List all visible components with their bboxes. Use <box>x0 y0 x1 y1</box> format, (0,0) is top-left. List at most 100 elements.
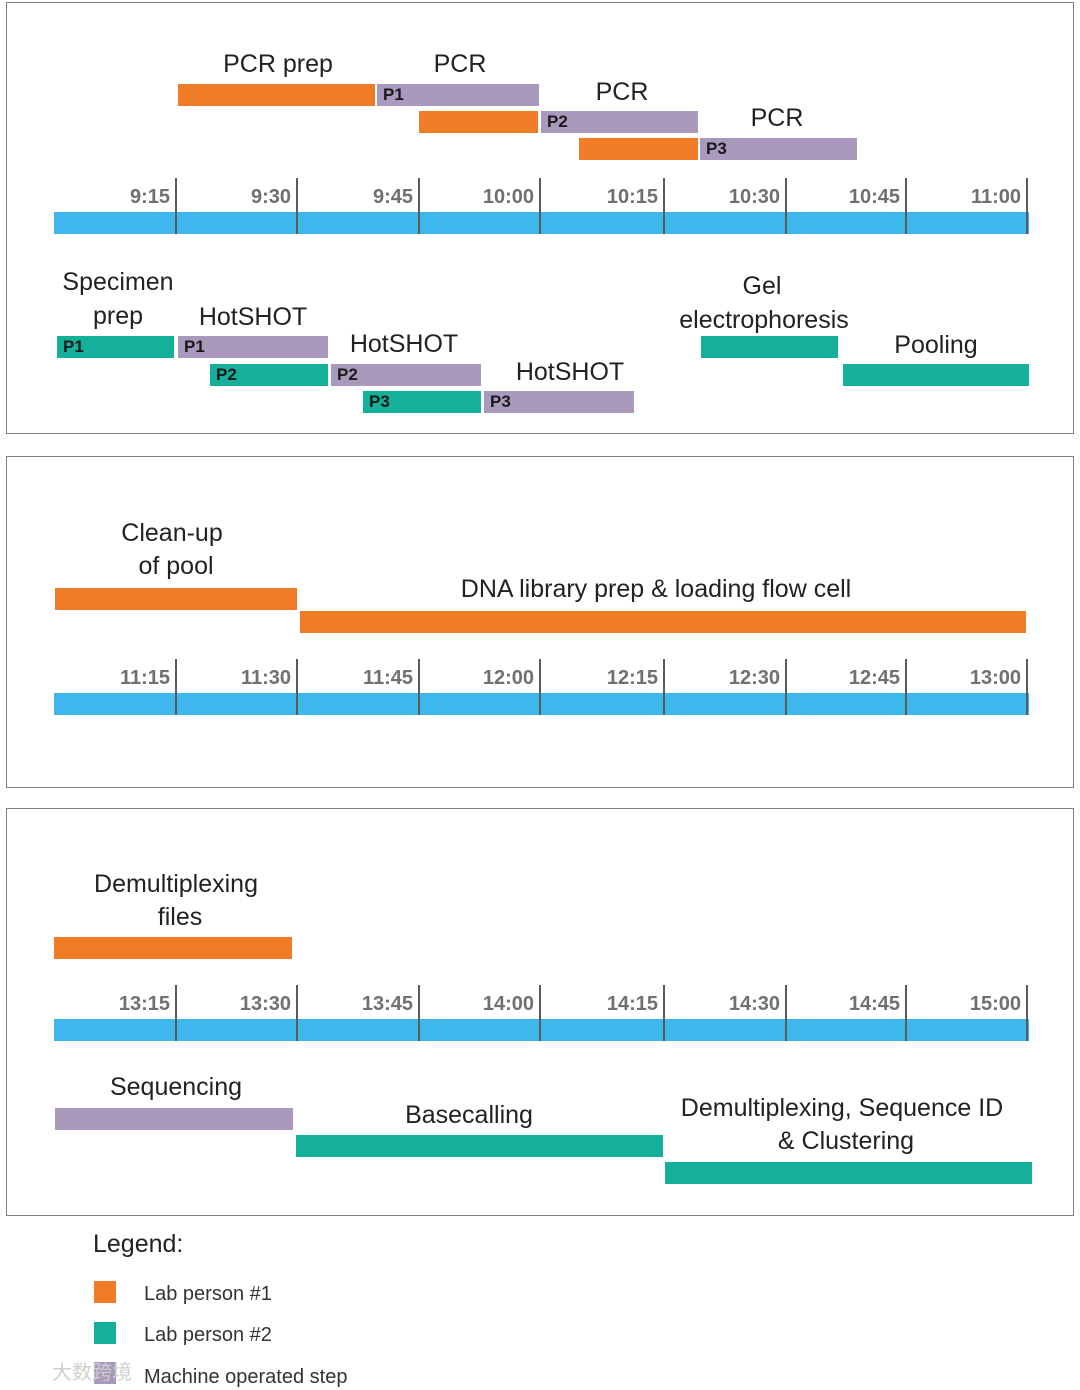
pooling-label: Pooling <box>894 331 978 359</box>
dna-library-label: DNA library prep & loading flow cell <box>460 575 852 603</box>
timeline-tick-label: 15:00 <box>969 993 1021 1015</box>
pcr-p1-bar: P1 <box>377 84 539 106</box>
basecalling-bar <box>296 1135 663 1157</box>
timeline-tick-label: 12:00 <box>482 667 534 689</box>
timeline-bar-2 <box>54 693 1029 715</box>
timeline-tick-mark <box>1026 659 1028 715</box>
timeline-bar-3 <box>54 1019 1029 1041</box>
gel-label-line1: Gel <box>742 272 782 300</box>
spec-p3-tag: P3 <box>369 392 390 411</box>
watermark: 大数跨境 <box>52 1362 132 1384</box>
timeline-tick-label: 10:30 <box>728 186 780 208</box>
hotshot-p2-bar: P2 <box>331 364 481 386</box>
pcr-prep-bar <box>178 84 375 106</box>
timeline-tick-mark <box>175 985 177 1041</box>
legend-label-lab1: Lab person #1 <box>144 1283 272 1305</box>
demux-files-bar <box>54 937 292 959</box>
demux-seq-label-line2: & Clustering <box>777 1127 915 1155</box>
timeline-tick-label: 13:30 <box>239 993 291 1015</box>
legend-swatch-lab1 <box>94 1281 116 1303</box>
timeline-tick-mark <box>296 985 298 1041</box>
timeline-tick-mark <box>418 178 420 234</box>
pcr-p1-tag: P1 <box>383 85 404 104</box>
timeline-tick-mark <box>905 985 907 1041</box>
legend-title: Legend: <box>93 1230 184 1258</box>
timeline-tick-label: 13:00 <box>969 667 1021 689</box>
timeline-tick-mark <box>418 659 420 715</box>
specimen-label-line2: prep <box>92 302 144 330</box>
timeline-tick-mark <box>1026 178 1028 234</box>
timeline-tick-mark <box>539 178 541 234</box>
demux-seq-bar <box>665 1162 1032 1184</box>
pcr-p3-bar: P3 <box>700 138 857 160</box>
timeline-tick-label: 10:15 <box>606 186 658 208</box>
dna-library-bar <box>300 611 1026 633</box>
timeline-tick-mark <box>175 178 177 234</box>
timeline-tick-label: 13:45 <box>361 993 413 1015</box>
hotshot-label-1: HotSHOT <box>198 303 308 331</box>
timeline-tick-mark <box>905 659 907 715</box>
legend-swatch-lab2 <box>94 1322 116 1344</box>
pcr-label-2: PCR <box>595 78 649 106</box>
pcr-prep-label: PCR prep <box>223 50 333 78</box>
timeline-tick-label: 12:30 <box>728 667 780 689</box>
pcr-label-3: PCR <box>750 104 804 132</box>
sequencing-bar <box>55 1108 293 1130</box>
demux-label-line2: files <box>157 903 203 931</box>
sequencing-label: Sequencing <box>109 1073 243 1101</box>
timeline-tick-mark <box>539 659 541 715</box>
pooling-bar <box>843 364 1029 386</box>
spec-p1-tag: P1 <box>63 337 84 356</box>
timeline-tick-label: 14:30 <box>728 993 780 1015</box>
hotshot-p3-bar: P3 <box>484 391 634 413</box>
timeline-tick-mark <box>785 985 787 1041</box>
timeline-tick-mark <box>663 178 665 234</box>
hotshot-p1-bar: P1 <box>178 336 328 358</box>
timeline-tick-label: 10:00 <box>482 186 534 208</box>
pcr-p2-bar: P2 <box>541 111 698 133</box>
timeline-tick-mark <box>1026 985 1028 1041</box>
specimen-p1-bar: P1 <box>57 336 174 358</box>
timeline-tick-label: 14:00 <box>482 993 534 1015</box>
timeline-tick-label: 11:30 <box>240 667 291 689</box>
hot-p3-tag: P3 <box>490 392 511 411</box>
specimen-p3-bar: P3 <box>363 391 481 413</box>
timeline-tick-mark <box>296 659 298 715</box>
legend-label-lab2: Lab person #2 <box>144 1324 272 1346</box>
pcr-p2-tag: P2 <box>547 112 568 131</box>
demux-seq-label-line1: Demultiplexing, Sequence ID <box>680 1094 1004 1122</box>
legend-swatch-machine <box>94 1362 116 1384</box>
timeline-tick-label: 11:00 <box>970 186 1021 208</box>
cleanup-label-line2: of pool <box>138 552 214 580</box>
timeline-tick-mark <box>905 178 907 234</box>
timeline-tick-label: 12:45 <box>848 667 900 689</box>
timeline-tick-mark <box>663 985 665 1041</box>
timeline-tick-label: 11:45 <box>362 667 413 689</box>
timeline-tick-mark <box>663 659 665 715</box>
timeline-tick-label: 12:15 <box>606 667 658 689</box>
gel-bar <box>701 336 838 358</box>
cleanup-bar <box>55 588 297 610</box>
timeline-tick-mark <box>785 659 787 715</box>
demux-label-line1: Demultiplexing <box>94 870 258 898</box>
timeline-tick-label: 9:15 <box>129 186 170 208</box>
spec-p2-tag: P2 <box>216 365 237 384</box>
timeline-tick-label: 13:15 <box>118 993 170 1015</box>
timeline-tick-label: 14:45 <box>848 993 900 1015</box>
legend-label-machine: Machine operated step <box>144 1366 348 1388</box>
timeline-tick-mark <box>296 178 298 234</box>
timeline-tick-label: 9:45 <box>372 186 413 208</box>
hotshot-label-2: HotSHOT <box>349 330 459 358</box>
specimen-label-line1: Specimen <box>62 268 174 296</box>
timeline-tick-label: 14:15 <box>606 993 658 1015</box>
hot-p2-tag: P2 <box>337 365 358 384</box>
timeline-tick-mark <box>418 985 420 1041</box>
timeline-bar-1 <box>54 212 1029 234</box>
gel-label-line2: electrophoresis <box>679 306 849 334</box>
specimen-p2-bar: P2 <box>210 364 328 386</box>
hot-p1-tag: P1 <box>184 337 205 356</box>
cleanup-label-line1: Clean-up <box>121 519 223 547</box>
timeline-tick-mark <box>175 659 177 715</box>
basecalling-label: Basecalling <box>405 1101 533 1129</box>
timeline-tick-label: 11:15 <box>119 667 170 689</box>
